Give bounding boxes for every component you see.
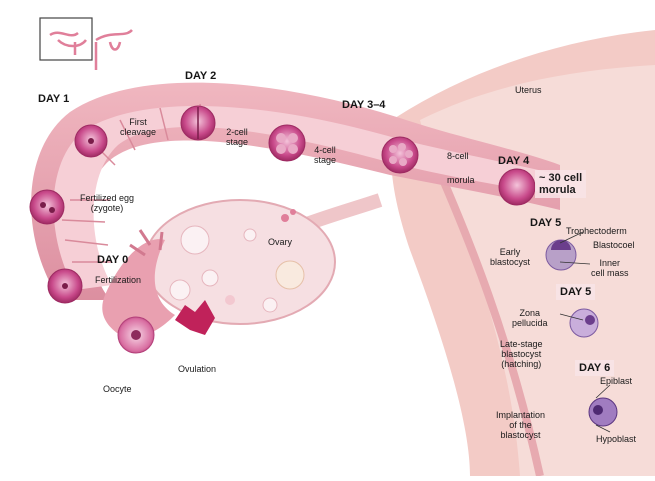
day-1-label: DAY 1 — [38, 93, 70, 105]
epiblast-label: Epiblast — [600, 376, 633, 386]
oocyte-label: Oocyte — [103, 384, 132, 394]
day-0-label: DAY 0 — [97, 254, 129, 266]
implanted-blastocyst — [588, 397, 618, 427]
day-5-label: DAY 5 — [530, 217, 562, 229]
fallopian-tube-outer — [31, 82, 560, 300]
four-cell-label: 4-cell stage — [314, 145, 337, 165]
day-5-late-label: DAY 5 — [556, 284, 596, 300]
morula-label: morula — [447, 175, 475, 185]
inner-cell-mass-label: Inner cell mass — [591, 258, 629, 278]
day-6-label: DAY 6 — [575, 360, 615, 376]
morula-cell — [498, 168, 536, 206]
four-cell-stage — [268, 124, 306, 162]
zona-pellucida-label: Zona pellucida — [512, 308, 548, 328]
pointer-lines — [559, 231, 611, 433]
zygote-cell — [29, 189, 65, 225]
ovary — [144, 199, 336, 325]
ovulation-label: Ovulation — [178, 364, 217, 374]
day-3-4-label: DAY 3–4 — [342, 99, 386, 111]
eight-cell-label: 8-cell — [447, 151, 469, 161]
inset-uterus-icon — [94, 29, 133, 70]
ovary-label: Ovary — [268, 237, 293, 247]
eight-cell-stage — [381, 136, 419, 174]
day-2-label: DAY 2 — [185, 70, 217, 82]
oocyte-cell — [117, 316, 155, 354]
uterus-label: Uterus — [515, 85, 542, 95]
first-cleavage-label: First cleavage — [120, 117, 157, 137]
early-blastocyst-cell — [545, 239, 577, 271]
day-4-label: DAY 4 — [498, 155, 530, 167]
inset-box — [39, 17, 93, 61]
two-cell-label: 2-cell stage — [226, 127, 249, 147]
fallopian-tube-inner — [53, 105, 561, 290]
trophectoderm-label: Trophectoderm — [566, 226, 627, 236]
late-blastocyst-label: Late-stage blastocyst (hatching) — [500, 339, 543, 369]
two-cell-stage — [180, 105, 216, 141]
fertilization-label: Fertilization — [95, 275, 142, 285]
late-blastocyst-cell — [569, 308, 599, 338]
early-blastocyst-label: Early blastocyst — [490, 247, 531, 267]
thirty-cell-morula-label: ~ 30 cell morula — [535, 170, 587, 198]
implantation-label: Implantation of the blastocyst — [496, 410, 546, 440]
fertilization-cell — [47, 268, 83, 304]
ovulation-rupture — [175, 300, 215, 335]
first-cleavage-cell — [74, 124, 108, 158]
hypoblast-label: Hypoblast — [596, 434, 637, 444]
uterus-cavity-line — [426, 148, 544, 477]
blastocoel-label: Blastocoel — [593, 240, 635, 250]
fimbriae — [102, 239, 175, 337]
fertilized-egg-label: Fertilized egg (zygote) — [80, 193, 135, 213]
